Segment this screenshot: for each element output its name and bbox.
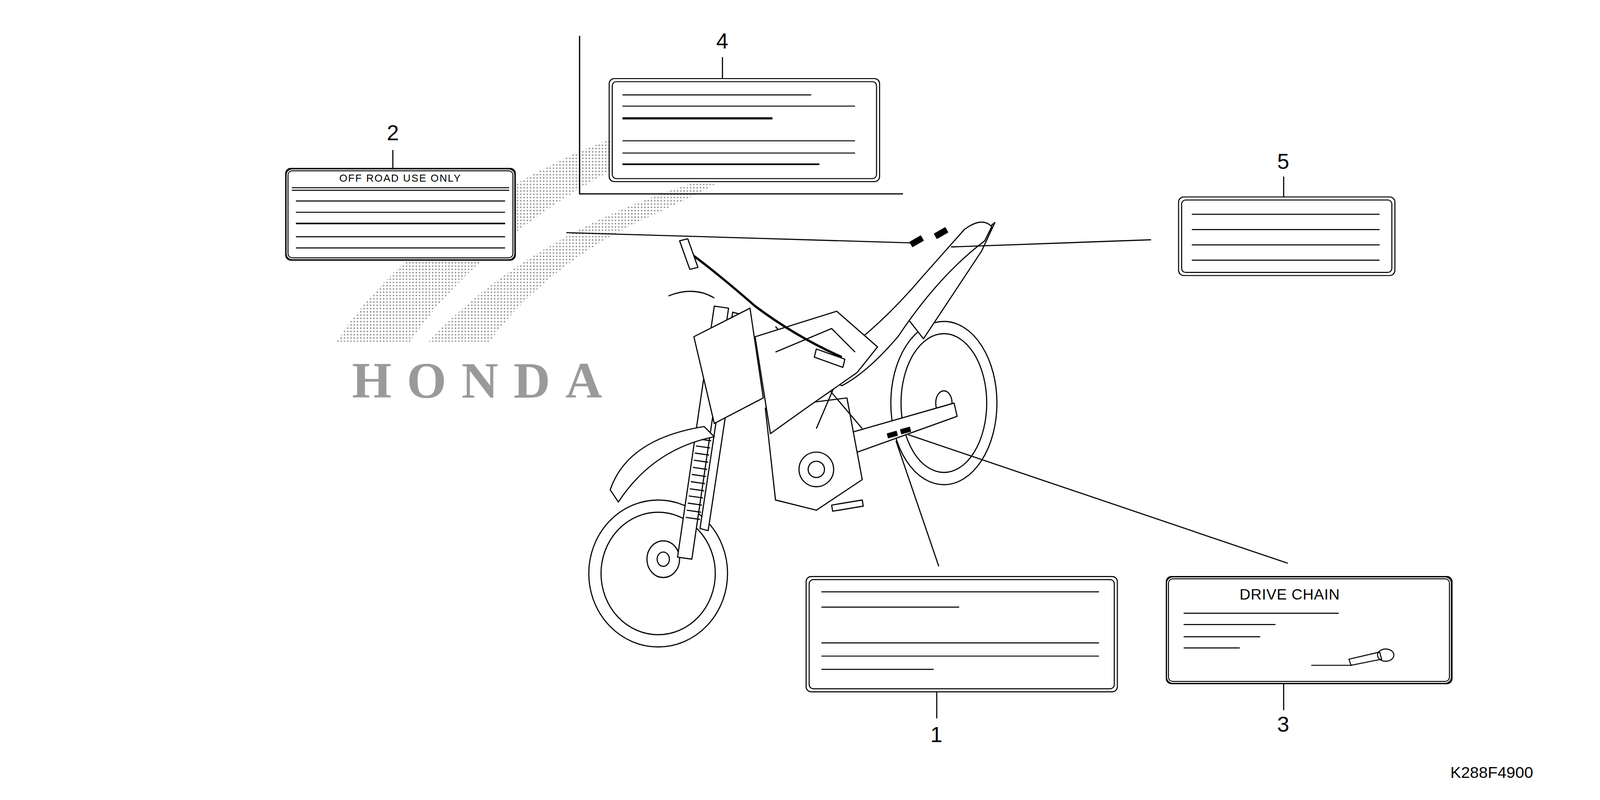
callout-number: 5 — [1277, 150, 1290, 173]
callout-number: 4 — [716, 30, 729, 52]
label-1-inner — [809, 579, 1115, 689]
bracket-line — [579, 35, 904, 194]
callout-number: 3 — [1277, 713, 1290, 736]
label-box-fill — [1166, 576, 1452, 684]
warning-label: OFF ROAD USE ONLY — [285, 168, 516, 261]
label-5-inner — [1181, 200, 1392, 273]
wrench-icon — [1349, 648, 1394, 666]
label-4-inner — [612, 81, 877, 179]
label-text-lines — [291, 95, 1380, 670]
label-4 — [609, 78, 880, 182]
callout-number: 1 — [930, 723, 943, 746]
drawing-code: K288F4900 — [1450, 764, 1534, 781]
label-heading: DRIVE CHAIN — [1239, 586, 1340, 602]
callout-number: 2 — [386, 121, 400, 144]
label-heading: OFF ROAD USE ONLY — [339, 173, 462, 184]
warning-label: DRIVE CHAIN — [1166, 576, 1452, 684]
motorcycle — [588, 222, 997, 648]
brand-watermark: HONDA — [352, 355, 618, 407]
label-box-fill — [285, 168, 516, 261]
label-5 — [1178, 196, 1395, 276]
label-1 — [806, 576, 1118, 692]
